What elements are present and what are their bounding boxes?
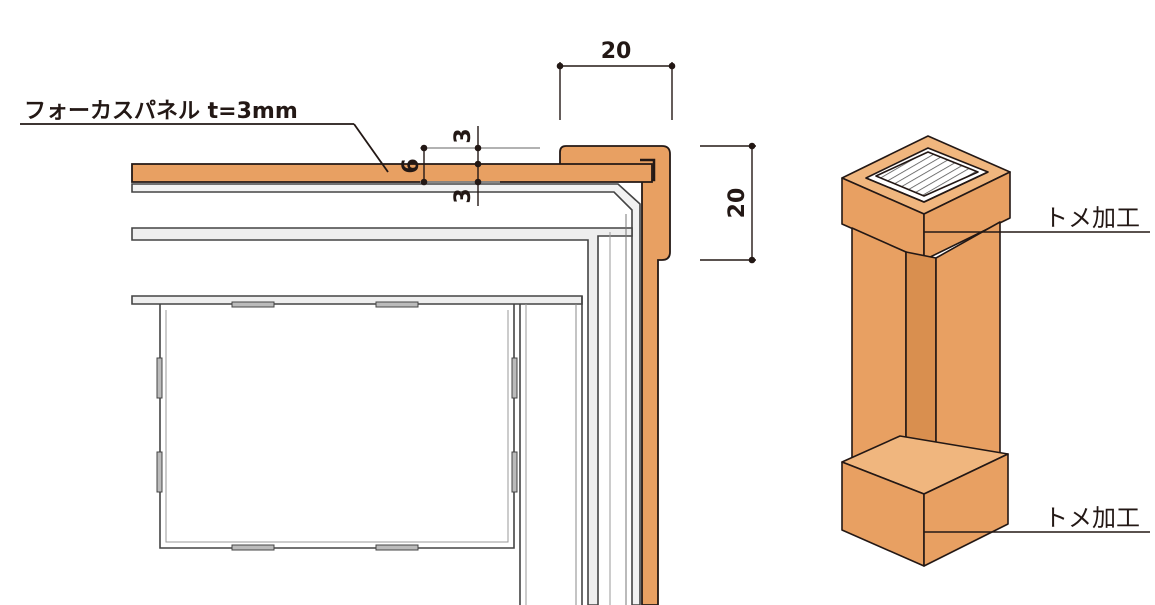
tab <box>511 357 518 399</box>
focus-panel <box>131 163 653 183</box>
corner-cap <box>559 145 671 605</box>
frame-lower-rail <box>131 295 583 305</box>
dim-height-lines <box>700 142 756 264</box>
upper-band-right <box>923 171 1011 261</box>
miter-bottom-label: トメ加工 <box>1044 504 1140 532</box>
dim-top-width: 20 <box>601 39 632 64</box>
lower-band-right <box>923 453 1009 567</box>
channel-box-inner <box>165 310 509 543</box>
miter-leaders <box>924 231 1150 533</box>
dim-side-height: 20 <box>725 188 750 219</box>
panel-label: フォーカスパネル t=3mm <box>24 99 298 124</box>
panel-leader <box>20 123 389 173</box>
frame-section <box>131 183 641 605</box>
tab <box>156 357 163 399</box>
tab <box>231 544 275 551</box>
thickness-dimensions <box>420 126 540 206</box>
dim-total-thickness: 6 <box>399 158 424 173</box>
channel-box <box>159 304 515 549</box>
dim-thickness-upper: 3 <box>451 128 476 143</box>
tab <box>156 451 163 493</box>
tab <box>231 301 275 308</box>
tab <box>511 451 518 493</box>
tab <box>375 301 419 308</box>
frame-profile-outer <box>131 183 641 605</box>
tab <box>375 544 419 551</box>
dim-width-lines <box>556 62 676 120</box>
column-core-hatch <box>875 151 979 197</box>
dim-thickness-lower: 3 <box>451 188 476 203</box>
column-isometric <box>841 135 1011 567</box>
miter-top-label: トメ加工 <box>1044 204 1140 232</box>
frame-profile-mid <box>131 227 633 605</box>
